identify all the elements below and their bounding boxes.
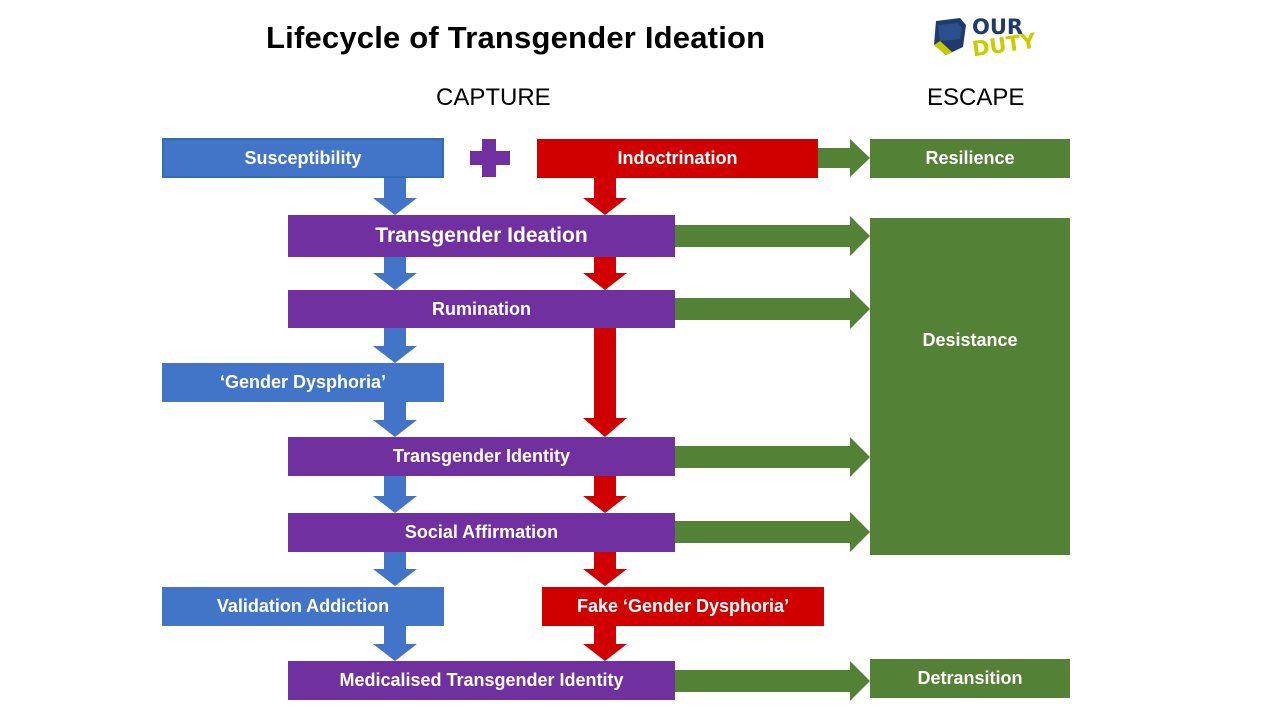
red-arrow-1 (583, 178, 627, 215)
green-arrow-resilience (818, 139, 870, 177)
node-rumination: Rumination (288, 290, 675, 328)
node-transgender-ideation: Transgender Ideation (288, 215, 675, 257)
blue-arrow-5 (373, 476, 417, 513)
logo-line2: DUTY (970, 28, 1038, 62)
green-arrow-ideation (675, 216, 870, 256)
green-arrow-affirmation (675, 512, 870, 552)
desistance-label: Desistance (922, 330, 1018, 350)
red-arrow-3 (583, 328, 627, 437)
red-arrow-4 (583, 476, 627, 513)
node-transgender-identity: Transgender Identity (288, 437, 675, 476)
green-arrow-rumination (675, 289, 870, 329)
column-header-capture: CAPTURE (436, 84, 551, 111)
node-validation-addiction: Validation Addiction (162, 587, 444, 626)
node-desistance: Desistance (870, 218, 1070, 555)
blue-arrow-7 (373, 626, 417, 661)
node-resilience: Resilience (870, 139, 1070, 178)
logo-line1: OUR (972, 15, 1024, 39)
red-arrow-6 (583, 626, 627, 661)
blue-arrow-4 (373, 402, 417, 437)
node-social-affirmation: Social Affirmation (288, 513, 675, 552)
shield-icon (934, 18, 966, 55)
logo: OUR DUTY (930, 12, 1040, 62)
green-arrow-medicalised (675, 661, 870, 701)
node-detransition: Detransition (870, 659, 1070, 698)
blue-arrow-6 (373, 552, 417, 586)
red-arrow-2 (583, 257, 627, 290)
node-indoctrination: Indoctrination (537, 139, 818, 178)
plus-icon (470, 139, 510, 177)
green-arrow-identity (675, 437, 870, 477)
column-header-escape: ESCAPE (927, 84, 1025, 111)
diagram-title: Lifecycle of Transgender Ideation (266, 20, 766, 55)
node-gender-dysphoria: ‘Gender Dysphoria’ (162, 363, 444, 402)
blue-arrow-1 (373, 178, 417, 215)
node-medicalised-transgender-identity: Medicalised Transgender Identity (288, 661, 675, 700)
blue-arrow-2 (373, 257, 417, 290)
node-susceptibility: Susceptibility (162, 138, 444, 178)
blue-arrow-3 (373, 328, 417, 363)
node-fake-gender-dysphoria: Fake ‘Gender Dysphoria’ (542, 587, 824, 626)
red-arrow-5 (583, 552, 627, 586)
